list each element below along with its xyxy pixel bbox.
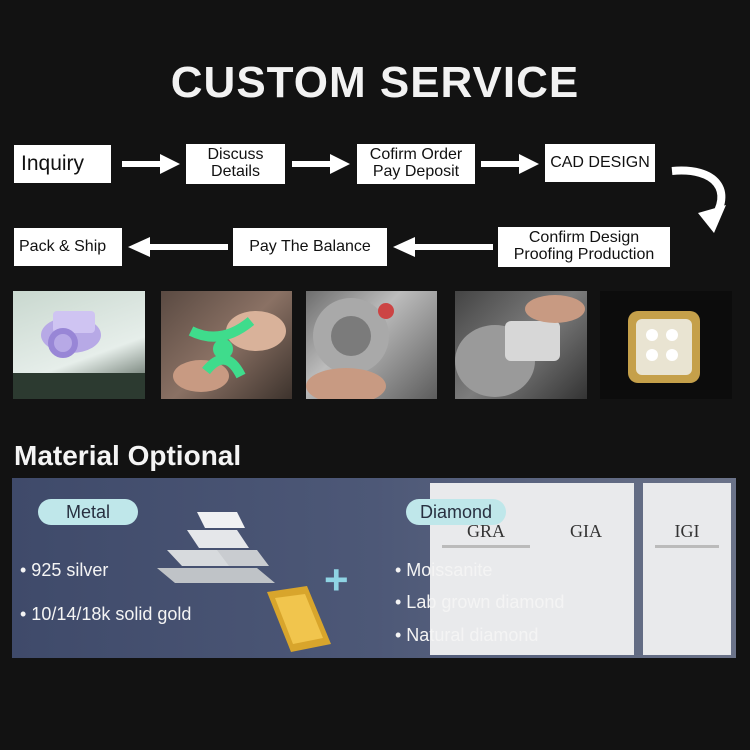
arrow-right-icon xyxy=(481,154,539,174)
step-proofing-production: Confirm Design Proofing Production xyxy=(498,227,670,267)
step-discuss-line1: Discuss xyxy=(207,146,264,164)
metal-label: Metal xyxy=(38,499,138,525)
cert-igi-logo: IGI xyxy=(674,521,700,541)
step-ship-label: Pack & Ship xyxy=(19,237,107,255)
step-pay-balance: Pay The Balance xyxy=(233,228,387,266)
plus-icon: + xyxy=(324,556,349,603)
step-confirm-order: Cofirm Order Pay Deposit xyxy=(357,144,475,184)
cert-gra-logo: GRA xyxy=(466,521,505,541)
curved-arrow-icon xyxy=(671,166,726,233)
step-inquiry: Inquiry xyxy=(14,145,111,183)
step-confirm-line1: Cofirm Order xyxy=(369,146,463,164)
step-proof-line1: Confirm Design xyxy=(528,229,640,247)
cert-gia-logo: GIA xyxy=(570,521,602,541)
cert-divider xyxy=(442,545,530,548)
metal-item-silver: • 925 silver xyxy=(20,560,109,580)
step-balance-label: Pay The Balance xyxy=(249,237,371,255)
step-cad-label: CAD DESIGN xyxy=(550,153,650,171)
step-discuss-details: Discuss Details xyxy=(186,144,285,184)
arrow-left-icon xyxy=(128,237,228,257)
step-discuss-line2: Details xyxy=(211,163,260,180)
photo-stone-setting xyxy=(455,291,587,399)
step-inquiry-label: Inquiry xyxy=(21,151,85,175)
step-pack-ship: Pack & Ship xyxy=(14,228,122,266)
step-proof-line2: Proofing Production xyxy=(513,246,655,263)
arrow-right-icon xyxy=(292,154,350,174)
photo-wax-model xyxy=(161,291,292,399)
diamond-item-lab-grown: • Lab grown diamond xyxy=(395,592,565,612)
metal-item-gold: • 10/14/18k solid gold xyxy=(20,604,192,624)
diamond-label: Diamond xyxy=(406,499,506,525)
photo-cad-render xyxy=(13,291,145,399)
certificate-igi: IGI xyxy=(643,483,731,655)
photo-polishing xyxy=(306,291,437,399)
step-confirm-line2: Pay Deposit xyxy=(372,163,460,180)
photo-finished-ring xyxy=(600,291,732,399)
gold-bar-icon xyxy=(267,586,331,652)
cert-divider xyxy=(655,545,719,548)
step-cad-design: CAD DESIGN xyxy=(545,144,655,182)
arrow-right-icon xyxy=(122,154,180,174)
diamond-item-moissanite: • Moissanite xyxy=(395,560,493,580)
material-title: Material Optional xyxy=(14,440,242,471)
material-panel: GRA GIA IGI Metal • 925 silver • 10/14/1… xyxy=(12,478,736,658)
arrow-left-icon xyxy=(393,237,493,257)
diamond-item-natural: • Natural diamond xyxy=(395,625,539,645)
certificate-gia: GIA xyxy=(538,483,634,655)
page-title: CUSTOM SERVICE xyxy=(170,58,580,107)
silver-bars-icon xyxy=(157,512,275,583)
